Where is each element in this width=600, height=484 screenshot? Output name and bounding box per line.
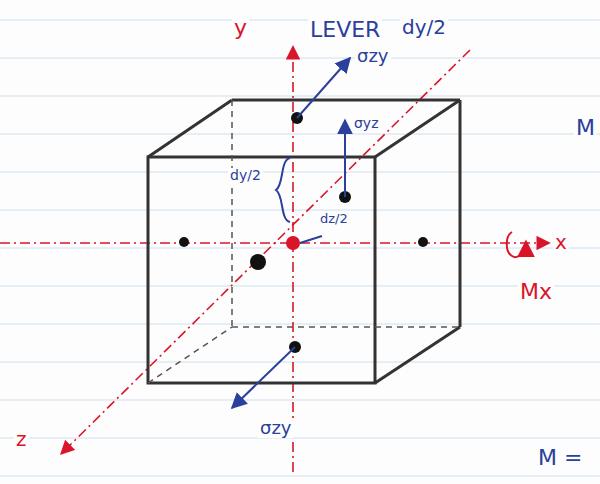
face-centres xyxy=(179,112,428,353)
dimension-label: dz/2 xyxy=(318,212,350,226)
dimension-label: dy/2 xyxy=(228,168,263,183)
axes xyxy=(0,48,548,472)
lever-value: dy/2 xyxy=(400,16,448,38)
lever-note: LEVER xyxy=(308,18,382,42)
moment-label: Mx xyxy=(518,280,554,304)
equation-note: M = xyxy=(536,446,584,470)
stress-label: σzy xyxy=(355,46,391,66)
hidden-edges xyxy=(148,100,460,383)
axis-label: y xyxy=(232,16,249,40)
origin xyxy=(286,236,300,250)
stress-label: σyz xyxy=(352,116,381,131)
moment-label: M xyxy=(574,116,597,140)
stress-label: σzy xyxy=(258,418,294,438)
ruled-lines xyxy=(0,20,600,476)
axis-label: x xyxy=(553,231,569,253)
axis-label: z xyxy=(14,428,29,450)
stress-arrows xyxy=(232,58,350,408)
cube xyxy=(148,100,460,383)
moment-arrow xyxy=(507,232,526,257)
